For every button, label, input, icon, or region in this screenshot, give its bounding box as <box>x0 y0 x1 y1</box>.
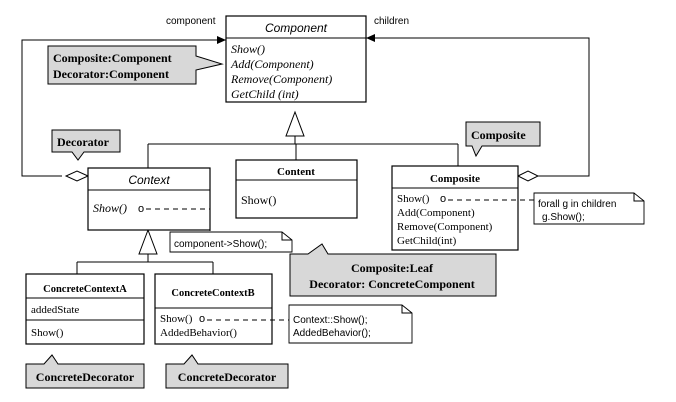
content-class: Content Show() <box>235 159 358 219</box>
tag-decorator-text: Decorator <box>57 135 110 149</box>
concrete-context-a-class: ConcreteContextA addedState Show() <box>25 273 145 345</box>
context-class: Context Show() o <box>87 167 211 231</box>
note-context-show-text: component->Show(); <box>174 239 267 250</box>
component-op: Show() <box>231 42 265 56</box>
concrete-context-b-name: ConcreteContextB <box>171 288 254 299</box>
composite-class: Composite Show() o Add(Component) Remove… <box>391 165 519 251</box>
composite-name: Composite <box>430 173 480 185</box>
concrete-context-a-name: ConcreteContextA <box>43 284 127 295</box>
component-name: Component <box>265 21 328 35</box>
children-edge-label: children <box>374 16 409 27</box>
note-composite-show-line: g.Show(); <box>542 212 585 223</box>
component-op: GetChild (int) <box>231 87 299 101</box>
component-edge-label: component <box>166 16 216 27</box>
note-concrete-b-show: Context::Show(); AddedBehavior(); <box>207 304 413 344</box>
note-context-show: component->Show(); <box>146 208 293 253</box>
content-name: Content <box>277 166 315 178</box>
composite-op: Remove(Component) <box>397 221 493 233</box>
concrete-context-b-op: AddedBehavior() <box>160 327 237 339</box>
note-composite-show: forall g in children g.Show(); <box>448 192 645 225</box>
concrete-context-a-op: Show() <box>31 327 64 339</box>
tag-decorator: Decorator <box>51 129 121 161</box>
note-concrete-b-show-line: Context::Show(); <box>293 315 367 326</box>
tag-roles: Composite:Component Decorator:Component <box>47 45 224 85</box>
composite-op: GetChild(int) <box>397 235 457 247</box>
concrete-context-b-class: ConcreteContextB Show() o AddedBehavior(… <box>154 273 273 345</box>
composite-op-marker: o <box>440 193 446 205</box>
tag-concrete-decorator-a-text: ConcreteDecorator <box>36 370 135 384</box>
concrete-context-a-attr: addedState <box>31 304 79 316</box>
tag-leaf-roles-line: Composite:Leaf <box>351 261 434 275</box>
concrete-context-b-op: Show() <box>160 313 193 325</box>
context-op-marker: o <box>138 203 144 215</box>
tag-leaf-roles-line: Decorator: ConcreteComponent <box>309 277 474 291</box>
children-association <box>366 34 590 182</box>
tag-concrete-decorator-b-text: ConcreteDecorator <box>178 370 277 384</box>
generalization-context <box>76 228 214 274</box>
tag-leaf-roles: Composite:Leaf Decorator: ConcreteCompon… <box>289 243 497 297</box>
tag-concrete-decorator-b: ConcreteDecorator <box>165 354 289 389</box>
component-op: Remove(Component) <box>230 72 332 86</box>
component-association <box>21 36 226 182</box>
composite-op: Add(Component) <box>397 207 475 219</box>
component-class: Component Show() Add(Component) Remove(C… <box>225 15 367 103</box>
context-op: Show() <box>93 201 127 215</box>
tag-composite: Composite <box>465 121 541 158</box>
concrete-context-b-op-marker: o <box>199 313 205 325</box>
tag-roles-line: Decorator:Component <box>53 67 169 81</box>
component-op: Add(Component) <box>230 57 314 71</box>
content-op: Show() <box>241 193 276 207</box>
context-name: Context <box>128 173 170 187</box>
note-composite-show-line: forall g in children <box>538 199 616 210</box>
tag-composite-text: Composite <box>471 128 526 142</box>
tag-concrete-decorator-a: ConcreteDecorator <box>25 354 145 389</box>
note-concrete-b-show-line: AddedBehavior(); <box>293 328 371 339</box>
composite-op: Show() <box>397 193 430 205</box>
tag-roles-line: Composite:Component <box>53 51 172 65</box>
generalization-component <box>147 110 459 168</box>
